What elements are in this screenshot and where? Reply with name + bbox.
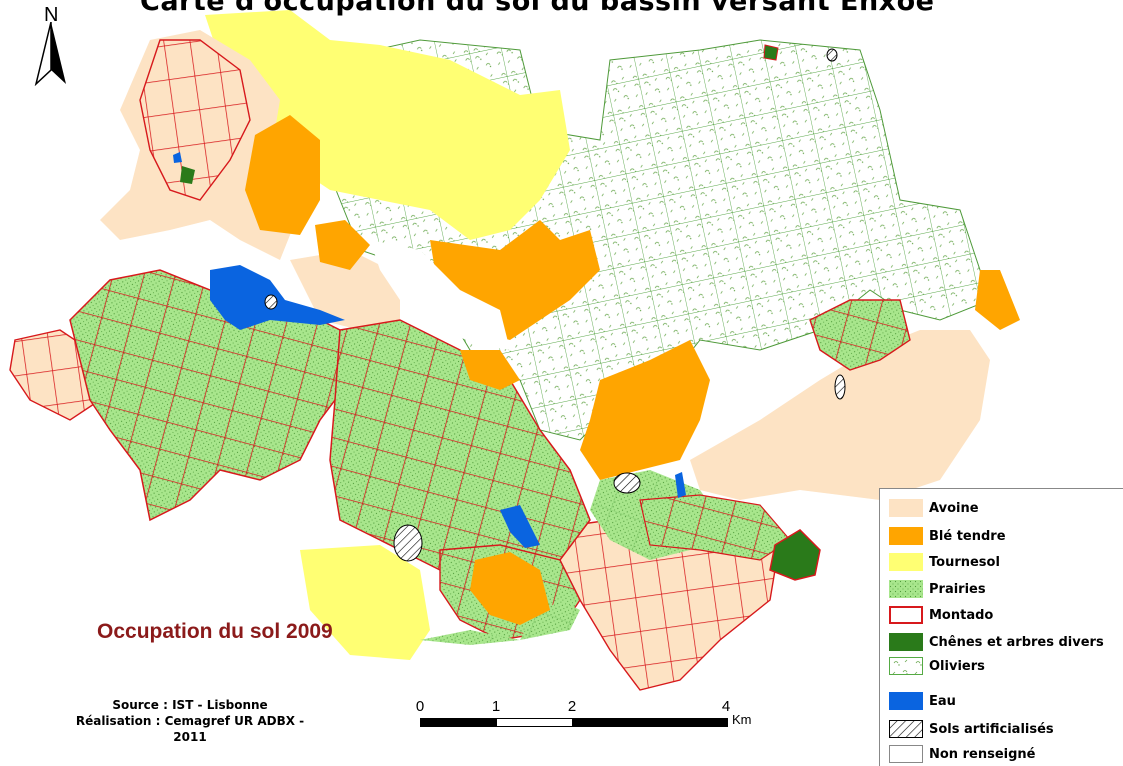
swatch-sols [889, 720, 923, 738]
artificial-soil-1 [393, 524, 423, 562]
oak-patch-2 [763, 44, 779, 61]
scale-tick-4: 4 [721, 698, 731, 715]
legend-item-montado: Montado [889, 604, 993, 626]
scale-tick-1: 1 [491, 698, 501, 715]
water-reservoir [210, 265, 345, 330]
legend-item-chenes: Chênes et arbres divers [889, 631, 1104, 653]
unknown-area [370, 240, 510, 350]
legend-item-tournesol: Tournesol [889, 551, 1000, 573]
artificial-soil-3 [834, 374, 846, 400]
source-line: Source : IST - Lisbonne [112, 698, 268, 712]
water-pond-small [173, 152, 182, 163]
sunflower-area-south [300, 545, 430, 660]
scale-tick-0: 0 [415, 698, 425, 715]
artificial-soil-4 [264, 294, 278, 310]
legend-item-prairies: Prairies [889, 578, 986, 600]
legend-label: Avoine [929, 500, 979, 516]
montado-northwest [139, 39, 251, 201]
legend-label: Non renseigné [929, 746, 1036, 762]
prairie-area-3 [420, 600, 580, 645]
oat-area-east [690, 330, 990, 500]
sunflower-area [205, 10, 570, 240]
occupation-year-label: Occupation du sol 2009 [97, 620, 333, 643]
wheat-field-6 [470, 552, 550, 625]
map-title: Carte d'occupation du sol du bassin vers… [140, 0, 935, 17]
wheat-field-2 [315, 220, 370, 270]
north-label: N [44, 4, 59, 26]
scale-bar: 0 1 2 4 Km [410, 698, 752, 738]
water-pond-east [675, 472, 686, 498]
wheat-field-4 [460, 350, 520, 390]
scale-segment-1 [420, 718, 498, 727]
legend-item-eau: Eau [889, 690, 956, 712]
swatch-avoine [889, 499, 923, 517]
wheat-field-5 [580, 340, 710, 480]
legend-label: Prairies [929, 581, 986, 597]
legend-item-oliviers: Oliviers [889, 655, 985, 677]
montado-east [809, 299, 911, 371]
legend-item-sols: Sols artificialisés [889, 718, 1054, 740]
artificial-soil-2 [613, 472, 641, 494]
swatch-oliviers [889, 657, 923, 675]
scale-segment-3 [572, 718, 728, 727]
swatch-non-renseigne [889, 745, 923, 763]
legend-item-non-renseigne: Non renseigné [889, 743, 1035, 765]
legend: Avoine Blé tendre Tournesol Prairies Mon… [879, 488, 1123, 766]
legend-item-avoine: Avoine [889, 497, 979, 519]
swatch-ble-tendre [889, 527, 923, 545]
swatch-montado [889, 606, 923, 624]
swatch-tournesol [889, 553, 923, 571]
swatch-chenes [889, 633, 923, 651]
scale-tick-2: 2 [567, 698, 577, 715]
legend-label: Sols artificialisés [929, 721, 1054, 737]
oak-area [769, 529, 821, 581]
legend-label: Tournesol [929, 554, 1000, 570]
legend-item-ble-tendre: Blé tendre [889, 525, 1006, 547]
scale-segment-2 [496, 718, 574, 727]
credit-line: Réalisation : Cemagref UR ADBX - 2011 [75, 714, 305, 744]
scale-unit: Km [732, 712, 752, 727]
legend-label: Blé tendre [929, 528, 1006, 544]
north-arrow-icon [34, 22, 66, 86]
legend-label: Eau [929, 693, 956, 709]
artificial-soil-5 [826, 48, 838, 62]
legend-label: Chênes et arbres divers [929, 634, 1104, 650]
source-credits: Source : IST - Lisbonne Réalisation : Ce… [62, 697, 318, 745]
swatch-eau [889, 692, 923, 710]
legend-label: Oliviers [929, 658, 985, 674]
wheat-field-1 [245, 115, 320, 235]
oak-patch [180, 166, 195, 184]
water-pond-south [500, 505, 540, 548]
legend-label: Montado [929, 607, 994, 623]
swatch-prairies [889, 580, 923, 598]
wheat-field-7 [975, 270, 1020, 330]
